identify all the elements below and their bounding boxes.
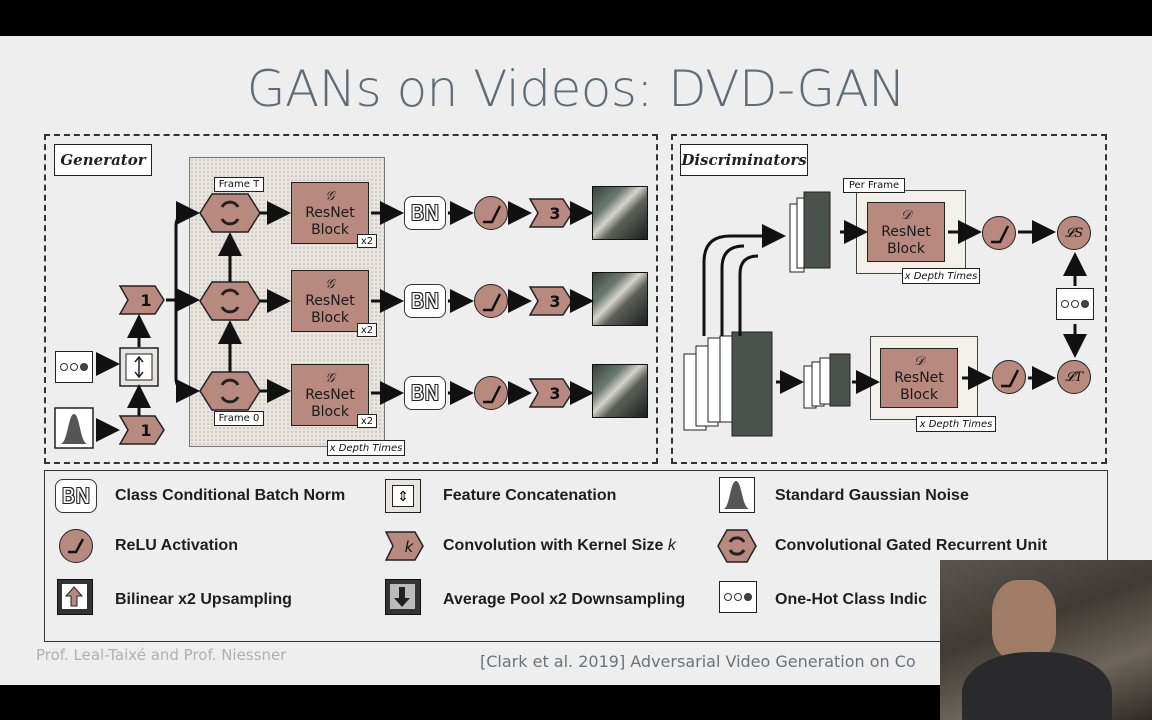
legend: BN Class Conditional Batch Norm ⇕ Featur… [44, 470, 1108, 642]
output-frame-bottom [592, 364, 648, 418]
legend-item-downsample: Average Pool x2 Downsampling [443, 591, 686, 608]
relu-icon-top [474, 196, 508, 230]
x2-label-middle: x2 [357, 323, 377, 337]
relu-icon-middle [474, 284, 508, 318]
concat-icon: ⇕ [385, 479, 421, 513]
block-label-2: Block [887, 240, 925, 257]
legend-item-bn: Class Conditional Batch Norm [115, 487, 346, 504]
x2-label-bottom: x2 [357, 414, 377, 428]
slide-title: GANs on Videos: DVD-GAN [246, 60, 906, 118]
legend-item-conv: Convolution with Kernel Size k [443, 537, 676, 555]
footer-authors: Prof. Leal-Taixé and Prof. Niessner [36, 646, 287, 664]
svg-text:k: k [405, 538, 415, 556]
temporal-resnet-block: 𝒟 ResNet Block [880, 348, 958, 408]
temporal-depth-label: x Depth Times [916, 416, 996, 432]
block-label-2: Block [900, 386, 938, 403]
block-label-2: Block [311, 221, 349, 238]
frame-t-label: Frame T [214, 177, 264, 192]
legend-item-gaussian: Standard Gaussian Noise [775, 487, 969, 504]
gru-icon [717, 529, 757, 563]
loss-temporal-icon: 𝓛T [1057, 360, 1091, 394]
generator-resnet-block-top: 𝒢 ResNet Block [291, 182, 369, 244]
block-label-1: ResNet [894, 369, 944, 386]
legend-item-concat: Feature Concatenation [443, 487, 617, 504]
frame-0-label: Frame 0 [214, 411, 264, 426]
generator-panel [44, 134, 658, 464]
g-glyph: 𝒢 [325, 188, 335, 204]
presenter-webcam [940, 560, 1152, 720]
upsample-icon [57, 579, 93, 615]
legend-item-relu: ReLU Activation [115, 537, 238, 554]
onehot-icon [719, 581, 757, 613]
discriminators-title: Discriminators [680, 144, 808, 176]
bn-icon-top: BN [404, 196, 446, 230]
g-glyph: 𝒢 [325, 370, 335, 386]
x2-label-top: x2 [357, 234, 377, 248]
d-glyph: 𝒟 [900, 207, 912, 223]
block-label-1: ResNet [305, 292, 355, 309]
discriminators-panel [671, 134, 1107, 464]
generator-resnet-block-middle: 𝒢 ResNet Block [291, 270, 369, 332]
legend-item-onehot: One-Hot Class Indic [775, 591, 928, 608]
legend-item-upsample: Bilinear x2 Upsampling [115, 591, 292, 608]
bn-icon: BN [55, 479, 97, 513]
spatial-depth-label: x Depth Times [902, 268, 980, 284]
g-glyph: 𝒢 [325, 276, 335, 292]
downsample-icon [385, 579, 421, 615]
bn-icon-middle: BN [404, 284, 446, 318]
generator-title: Generator [54, 144, 152, 176]
d-glyph: 𝒟 [913, 353, 925, 369]
onehot-class-icon-gen [55, 351, 93, 383]
footer-citation: [Clark et al. 2019] Adversarial Video Ge… [480, 652, 916, 671]
per-frame-label: Per Frame [843, 178, 905, 193]
relu-icon-temporal [992, 360, 1026, 394]
block-label-1: ResNet [305, 204, 355, 221]
generator-depth-label: x Depth Times [327, 440, 405, 456]
legend-conv-k: k [667, 537, 676, 554]
presenter-body [962, 652, 1112, 720]
bn-icon-bottom: BN [404, 376, 446, 410]
block-label-2: Block [311, 309, 349, 326]
legend-item-gru: Convolutional Gated Recurrent Unit [775, 537, 1048, 554]
block-label-1: ResNet [305, 386, 355, 403]
conv-icon: k [384, 531, 425, 561]
presenter-silhouette [992, 580, 1056, 660]
spatial-resnet-block: 𝒟 ResNet Block [867, 202, 945, 262]
block-label-2: Block [311, 403, 349, 420]
relu-icon [59, 529, 93, 563]
block-label-1: ResNet [881, 223, 931, 240]
gaussian-icon [719, 477, 755, 513]
relu-icon-spatial [982, 216, 1016, 250]
output-frame-top [592, 186, 648, 240]
output-frame-middle [592, 272, 648, 326]
generator-resnet-block-bottom: 𝒢 ResNet Block [291, 364, 369, 426]
onehot-class-icon-disc [1056, 288, 1094, 320]
relu-icon-bottom [474, 376, 508, 410]
slide: GANs on Videos: DVD-GAN Generator 𝒢 ResN… [0, 36, 1152, 685]
legend-conv-label: Convolution with Kernel Size [443, 537, 664, 554]
loss-spatial-icon: 𝓛S [1057, 216, 1091, 250]
